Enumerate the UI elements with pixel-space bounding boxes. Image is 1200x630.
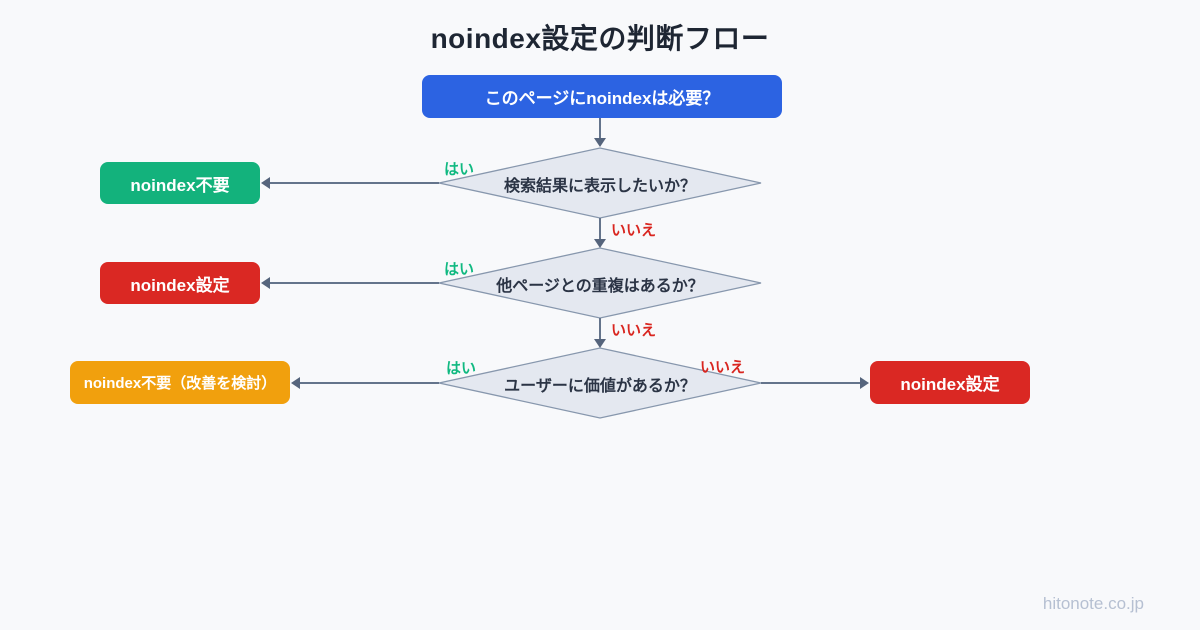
arrowhead-left-3 — [291, 377, 300, 389]
decision-question-1: 検索結果に表示したいか？ — [503, 178, 696, 195]
arrowhead-down-1 — [594, 138, 606, 147]
page-title: noindex設定の判断フロー — [430, 23, 770, 54]
arrowhead-down-3 — [594, 339, 606, 348]
decision-question-2: 他ページとの重複はあるか？ — [496, 278, 704, 295]
watermark: hitonote.co.jp — [1042, 594, 1144, 613]
edge-label-no-2: いいえ — [611, 322, 657, 339]
decision-diamond-1 — [438, 147, 762, 219]
edge-label-no-1: いいえ — [611, 222, 657, 239]
arrowhead-left-1 — [261, 177, 270, 189]
edge-label-yes-2: はい — [444, 261, 475, 278]
edge-label-no-3: いいえ — [700, 359, 746, 376]
outcome-set-noindex: noindex設定 — [100, 262, 260, 304]
edge-label-yes-3: はい — [446, 360, 477, 377]
start-node: このページにnoindexは必要？ — [422, 75, 782, 118]
decision-diamond-2 — [438, 247, 762, 319]
arrowhead-down-2 — [594, 239, 606, 248]
arrowhead-right-1 — [860, 377, 869, 389]
outcome-set-noindex-right: noindex設定 — [870, 361, 1030, 404]
arrowhead-left-2 — [261, 277, 270, 289]
outcome-noindex-not-needed-improve: noindex不要（改善を検討） — [70, 361, 290, 404]
edge-label-yes-1: はい — [444, 161, 475, 178]
decision-question-3: ユーザーに価値があるか？ — [504, 378, 696, 395]
outcome-noindex-not-needed: noindex不要 — [100, 162, 260, 204]
